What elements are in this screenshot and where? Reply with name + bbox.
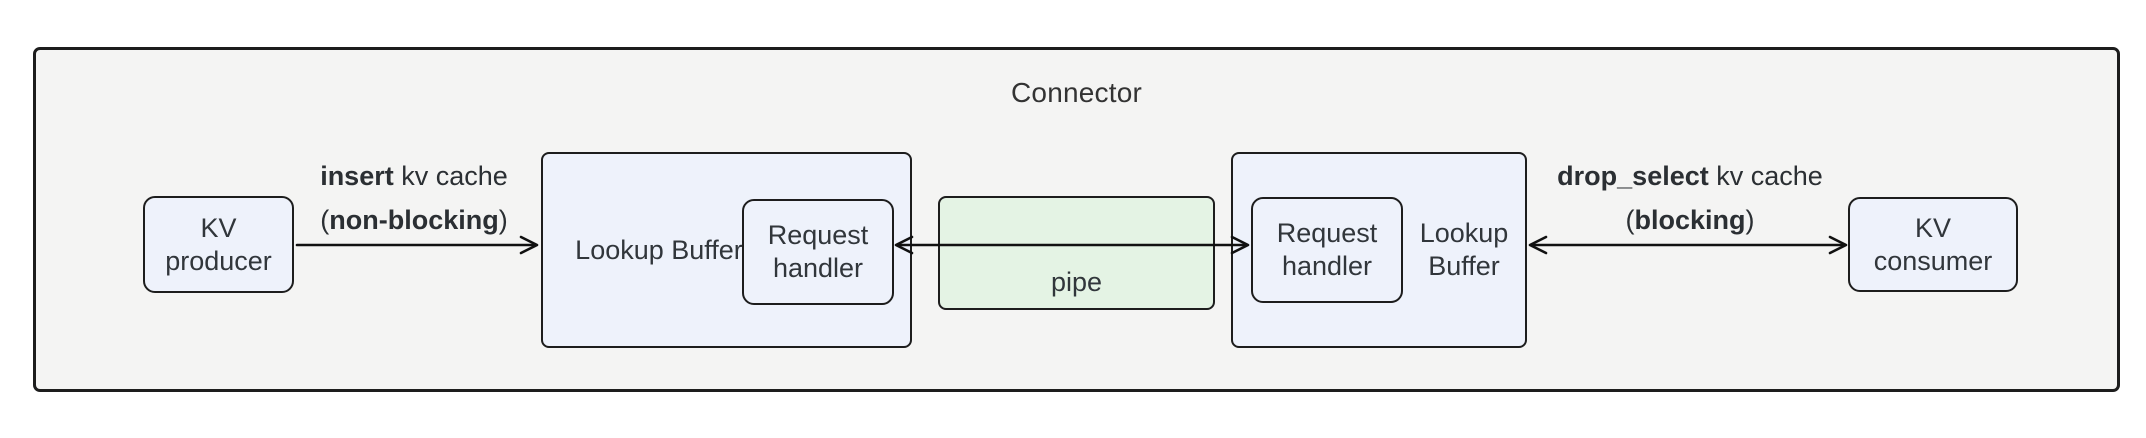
edge-insert-paren-close: ): [498, 205, 508, 235]
node-request-handler-right: Request handler: [1251, 197, 1403, 303]
node-lookup-buffer-left: Lookup Buffer Request handler: [541, 152, 912, 348]
edge-insert-mode: non-blocking: [329, 205, 499, 235]
lookup-buffer-left-label: Lookup Buffer: [575, 234, 743, 265]
edge-drop-select-paren-open: (: [1625, 205, 1635, 235]
node-pipe: pipe: [938, 196, 1215, 310]
kv-consumer-label: KV consumer: [1873, 212, 1993, 276]
edge-drop-select-mode: blocking: [1634, 205, 1746, 235]
edge-insert-paren-open: (: [320, 205, 330, 235]
kv-producer-label: KV producer: [165, 212, 272, 276]
edge-drop-select-object: kv cache: [1716, 161, 1823, 191]
edge-insert-method: insert: [320, 161, 394, 191]
edge-drop-select-line2: (blocking): [1518, 198, 1862, 242]
edge-insert-object: kv cache: [401, 161, 508, 191]
edge-drop-select-paren-close: ): [1745, 205, 1755, 235]
edge-insert-line1: insert kv cache: [264, 154, 564, 198]
node-lookup-buffer-right: Request handler Lookup Buffer: [1231, 152, 1527, 348]
edge-insert-line2: (non-blocking): [264, 198, 564, 242]
edge-label-insert: insert kv cache (non-blocking): [264, 154, 564, 242]
node-kv-consumer: KV consumer: [1848, 197, 2018, 292]
connector-title: Connector: [1011, 77, 1142, 108]
edge-drop-select-method: drop_select: [1557, 161, 1709, 191]
edge-drop-select-line1: drop_select kv cache: [1518, 154, 1862, 198]
node-request-handler-left: Request handler: [742, 199, 894, 305]
request-handler-left-label: Request handler: [767, 220, 869, 283]
request-handler-right-label: Request handler: [1276, 218, 1378, 281]
edge-label-drop-select: drop_select kv cache (blocking): [1518, 154, 1862, 242]
lookup-buffer-right-label: Lookup Buffer: [1419, 218, 1509, 281]
pipe-label: pipe: [1050, 267, 1103, 297]
node-kv-producer: KV producer: [143, 196, 294, 293]
